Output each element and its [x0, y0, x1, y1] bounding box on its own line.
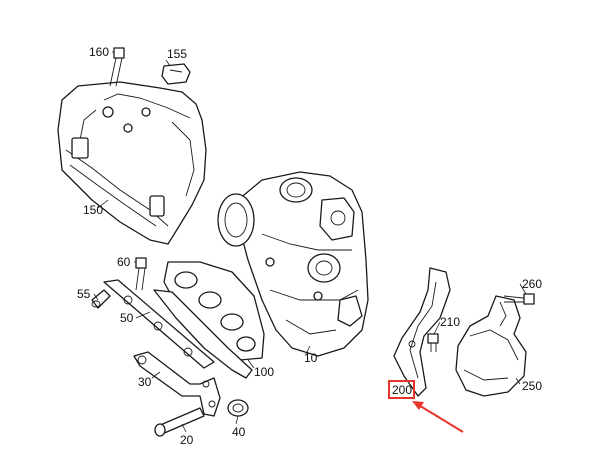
label-60: 60 [117, 255, 131, 269]
label-250: 250 [522, 379, 542, 393]
highlight-arrow [416, 403, 464, 433]
heat-shield-part-250[interactable] [455, 295, 527, 397]
label-210: 210 [440, 315, 460, 329]
gasket-strip-part-50[interactable] [103, 279, 215, 369]
label-155: 155 [167, 47, 187, 61]
turbocharger-part-10[interactable] [217, 171, 369, 357]
bolt-part-160[interactable] [109, 47, 125, 87]
label-260: 260 [522, 277, 542, 291]
sleeve-part-55[interactable] [91, 289, 111, 309]
bolt-part-20[interactable] [154, 407, 205, 437]
label-100: 100 [254, 365, 274, 379]
label-55: 55 [77, 287, 91, 301]
bracket-part-200[interactable] [393, 267, 451, 397]
label-50: 50 [120, 311, 134, 325]
nut-part-40[interactable] [227, 399, 249, 417]
bracket-part-30[interactable] [133, 351, 221, 417]
manifold-gasket-part-100[interactable] [153, 261, 265, 379]
clip-part-155[interactable] [161, 63, 191, 85]
bolt-part-260[interactable] [503, 293, 535, 305]
bolt-part-210[interactable] [427, 333, 439, 352]
part-labels: 160 155 150 60 55 50 100 10 30 20 40 260… [77, 45, 542, 447]
label-150: 150 [83, 203, 103, 217]
label-20: 20 [180, 433, 194, 447]
heat-shield-part-150[interactable] [57, 81, 207, 245]
stud-part-60[interactable] [135, 257, 147, 291]
label-10: 10 [304, 351, 318, 365]
label-200: 200 [392, 383, 412, 397]
label-30: 30 [138, 375, 152, 389]
leader-lines [93, 51, 527, 433]
label-160: 160 [89, 45, 109, 59]
highlight-box-200 [388, 380, 415, 399]
highlight-arrowhead [412, 401, 424, 410]
label-40: 40 [232, 425, 246, 439]
highlight-annotation [388, 380, 464, 433]
